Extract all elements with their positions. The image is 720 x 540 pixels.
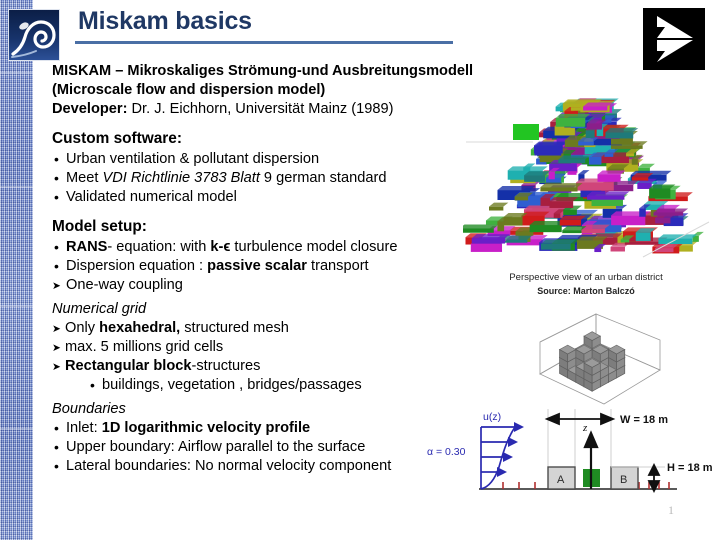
list-item-text: Lateral boundaries: No normal velocity c… (66, 458, 392, 474)
heading-boundaries: Boundaries (52, 401, 126, 417)
list-item-emph: Rectangular block (65, 358, 192, 374)
caption-line-1: Perspective view of an urban district (509, 272, 663, 283)
hexahedral-mesh-cubes (520, 312, 680, 420)
developer-value: Dr. J. Eichhorn, Universität Mainz (1989… (127, 101, 394, 117)
page-title: Miskam basics (78, 7, 252, 35)
list-item: Meet VDI Richtlinie 3783 Blatt 9 german … (52, 169, 472, 188)
list-item-text-tail: 9 german standard (259, 170, 387, 186)
list-item: Urban ventilation & pollutant dispersion (52, 150, 472, 169)
list-item-text-tail: structured mesh (180, 320, 289, 336)
list-item-text: Validated numerical model (66, 189, 237, 205)
street-canyon-diagram: α = 0.30 (415, 405, 715, 510)
list-item-text: buildings, vegetation , bridges/passages (102, 377, 362, 393)
list-item: Lateral boundaries: No normal velocity c… (52, 457, 472, 476)
list-item-emph: passive scalar (207, 258, 307, 274)
z-axis-label: z (582, 422, 588, 434)
list-item-text: max. 5 millions grid cells (65, 339, 224, 355)
width-label: W = 18 m (620, 414, 668, 426)
title-underline (75, 41, 453, 44)
list-item: Only hexahedral, structured mesh (52, 319, 472, 339)
heading-custom-software: Custom software: (52, 130, 182, 147)
list-item: Upper boundary: Airflow parallel to the … (52, 438, 472, 457)
left-texture-strip (0, 0, 33, 540)
alpha-label: α = 0.30 (427, 446, 466, 458)
list-item: Rectangular block-structures (52, 357, 472, 377)
block-b-label: B (620, 474, 627, 486)
list-item-text-tail: turbulence model closure (230, 239, 398, 255)
triangle-arrow-logo-icon (643, 8, 705, 70)
list-item-text-tail: transport (306, 258, 369, 274)
page-number: 1 (668, 503, 674, 517)
list-item-emph: VDI Richtlinie 3783 Blatt (102, 170, 260, 186)
list-item-text: - equation: with (107, 239, 211, 255)
list-item-text: Urban ventilation & pollutant dispersion (66, 151, 320, 167)
list-item: Dispersion equation : passive scalar tra… (52, 257, 472, 276)
list-item-text: Only (65, 320, 100, 336)
heading-model-setup: Model setup: (52, 218, 147, 235)
list-item-text: Upper boundary: Airflow parallel to the … (66, 439, 366, 455)
caption-source: Source: Marton Balczó (537, 285, 635, 296)
list-item-text: One-way coupling (66, 277, 183, 293)
urban-district-caption: Perspective view of an urban district So… (466, 272, 706, 297)
list-item: Validated numerical model (52, 188, 472, 207)
intro-line-1: MISKAM – Mikroskaliges Strömung-und Ausb… (52, 63, 474, 79)
list-item: max. 5 millions grid cells (52, 338, 472, 358)
list-item: One-way coupling (52, 276, 472, 296)
developer-label: Developer: (52, 101, 128, 117)
list-item-text: Dispersion equation : (66, 258, 208, 274)
height-label: H = 18 m (667, 462, 713, 474)
heading-numerical-grid: Numerical grid (52, 301, 147, 317)
list-item-emph: RANS (66, 239, 108, 255)
intro-line-2: (Microscale flow and dispersion model) (52, 82, 326, 98)
list-item-emph: 1D logarithmic velocity profile (101, 420, 311, 436)
list-item-text: Inlet: (66, 420, 102, 436)
block-a-label: A (557, 474, 565, 486)
list-item: buildings, vegetation , bridges/passages (52, 376, 472, 395)
list-item: RANS- equation: with k-ϵ turbulence mode… (52, 238, 472, 257)
wave-logo-icon (8, 9, 60, 61)
list-item-emph-2: k-ϵ (210, 239, 231, 255)
developer-line: Developer: Dr. J. Eichhorn, Universität … (52, 100, 472, 119)
slide-body: MISKAM – Mikroskaliges Strömung-und Ausb… (52, 62, 474, 476)
list-item: Inlet: 1D logarithmic velocity profile (52, 419, 472, 438)
velocity-profile-label: u(z) (483, 411, 501, 423)
list-item-text: Meet (66, 170, 103, 186)
urban-district-render (459, 82, 711, 267)
list-item-emph: hexahedral, (99, 320, 181, 336)
list-item-text-tail: -structures (191, 358, 261, 374)
